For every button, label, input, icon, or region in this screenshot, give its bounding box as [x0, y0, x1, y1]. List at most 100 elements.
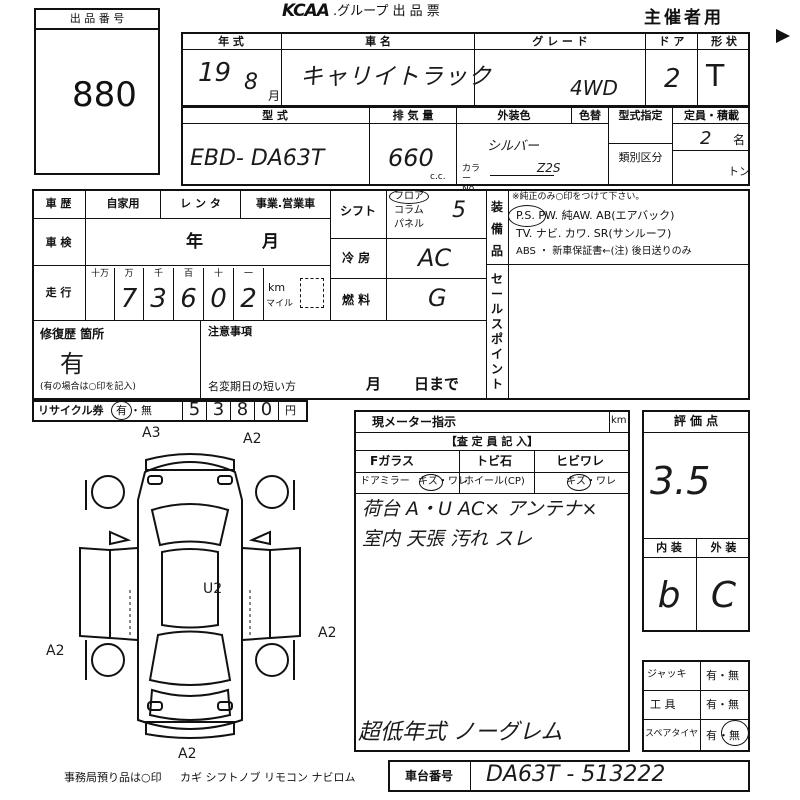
recycle-digit: 3 [212, 399, 225, 420]
door-label: ド ア [658, 35, 685, 48]
recycle-label: リサイクル券 [38, 404, 104, 417]
mark-right: A2 [318, 625, 337, 641]
chassis-label: 車台番号 [404, 769, 453, 783]
spare-label: スペアタイヤ [645, 729, 699, 739]
row2-box [181, 106, 750, 186]
mileage-unit: 万 [124, 269, 134, 279]
mileage-digit: 0 [210, 284, 227, 314]
model-label: 型 式 [262, 109, 288, 122]
mileage-digit: 6 [180, 284, 197, 314]
mark-left: A2 [46, 643, 65, 659]
arrow-right-icon [776, 29, 790, 43]
f-glass-label: Fガラス [370, 454, 414, 468]
fuel-value: G [428, 284, 447, 312]
lot-number-box [34, 8, 160, 175]
seats-value: 2 [700, 128, 712, 149]
year-value: 19 [198, 58, 232, 88]
recycle-selected-circle [111, 401, 132, 420]
color-change-label: 色替 [579, 109, 601, 122]
mark-bottom: A2 [178, 746, 197, 762]
office-items: カギ シフトノブ リモコン ナビロム [180, 771, 356, 784]
grade-value: 4WD [570, 76, 618, 100]
score-label: 評 価 点 [673, 414, 719, 428]
displacement-value: 660 [388, 144, 434, 172]
interior-score: b [657, 575, 681, 616]
repair-label: 修復歴 箇所 [40, 327, 105, 341]
office-note: 事務局預り品は○印 [64, 771, 162, 784]
car-diagram [79, 453, 301, 739]
car-name-value: キャリイトラック [300, 64, 492, 90]
mileage-digit: 2 [240, 284, 257, 314]
shift-option: パネル [394, 219, 424, 230]
jack-label: ジャッキ [647, 669, 687, 680]
shift-option: コラム [394, 205, 424, 216]
repair-value: 有 [60, 350, 84, 378]
doors-value: 2 [664, 64, 681, 94]
remark-line2: 室内 天張 汚れ スレ [362, 528, 533, 550]
history-label: 車 歴 [45, 197, 72, 210]
mark-center: U2 [203, 581, 223, 597]
mark-top-left: A3 [142, 425, 161, 441]
mileage-unit: 百 [183, 269, 193, 279]
ac-label: 冷 房 [342, 251, 371, 265]
notes-label: 注意事項 [208, 325, 252, 338]
repair-note: (有の場合は○印を記入) [40, 382, 136, 392]
notes-month: 月 [366, 375, 382, 393]
history-business: 事業.営業車 [255, 197, 316, 210]
inspection-year: 年 [186, 232, 203, 252]
recycle-yen: 円 [285, 404, 296, 417]
inspector-title: 【査 定 員 記 入】 [445, 435, 539, 448]
exterior-color-label: 外装色 [497, 109, 531, 122]
tools-label: 工 具 [650, 698, 676, 711]
color-value: シルバー [487, 139, 540, 154]
color-no-value: Z2S [537, 161, 561, 175]
mileage-unit: 一 [243, 269, 253, 279]
organizer-label: 主催者用 [644, 8, 724, 28]
interior-label: 内 装 [656, 541, 682, 554]
equipment-line3: ABS ・ 新車保証書←(注) 後日送りのみ [516, 246, 692, 257]
lot-number-value: 880 [72, 75, 137, 115]
capacity-label: 定員・積載 [684, 109, 739, 122]
displacement-label: 排 気 量 [392, 109, 434, 122]
notes-day: 日まで [414, 375, 460, 393]
car-name-label: 車 名 [365, 35, 391, 48]
recycle-none: ・無 [130, 404, 152, 417]
equipment-line1: P.S. PW. 純AW. AB(エアバック) [516, 209, 675, 222]
mark-top-right: A2 [243, 431, 262, 447]
score-value: 3.5 [650, 459, 711, 503]
mile-label: マイル [266, 299, 294, 309]
tobi-ishi-label: トビ石 [476, 454, 513, 468]
mileage-unit: 千 [153, 269, 163, 279]
remark-line1: 荷台 A・U AC× アンテナ× [362, 498, 598, 520]
mid-block [32, 189, 750, 400]
recycle-digit: 0 [260, 399, 273, 420]
shift-value: 5 [452, 198, 466, 223]
sales-point-label: セールスポイント [490, 272, 503, 391]
shape-label: 形 状 [711, 35, 737, 48]
history-rental: レ ン タ [180, 197, 221, 210]
exterior-label: 外 装 [710, 541, 737, 554]
mileage-unit: 十万 [90, 269, 109, 279]
mirror-scratch-circle [419, 474, 443, 491]
type-designation-label: 型式指定 [618, 109, 663, 122]
exterior-score: C [710, 575, 737, 616]
equipment-line2: TV. ナビ. カワ. SR(サンルーフ) [516, 227, 672, 240]
history-private: 自家用 [106, 197, 140, 210]
form-title: .グループ 出 品 票 [333, 4, 440, 19]
meter-label: 現メーター指示 [372, 415, 457, 429]
wheel-scratch-label: キズ・ワレ [566, 476, 616, 487]
recycle-digit: 8 [236, 399, 249, 420]
shape-value: T [706, 59, 725, 94]
mileage-digit: 3 [150, 284, 167, 314]
km-label: km [268, 281, 286, 294]
mileage-unit: 十 [213, 269, 223, 279]
category-label: 類別区分 [618, 151, 663, 164]
year-label: 年 式 [218, 35, 244, 48]
equipment-note: ※純正のみ○印をつけて下さい。 [512, 192, 645, 202]
door-mirror-label: ドアミラー [360, 476, 410, 487]
spare-selected-circle [721, 720, 749, 746]
equipment-selected-circle [508, 205, 546, 227]
fuel-label: 燃 料 [342, 293, 371, 307]
shift-label: シフト [340, 204, 377, 218]
brand-logo: KCAA [282, 1, 330, 21]
